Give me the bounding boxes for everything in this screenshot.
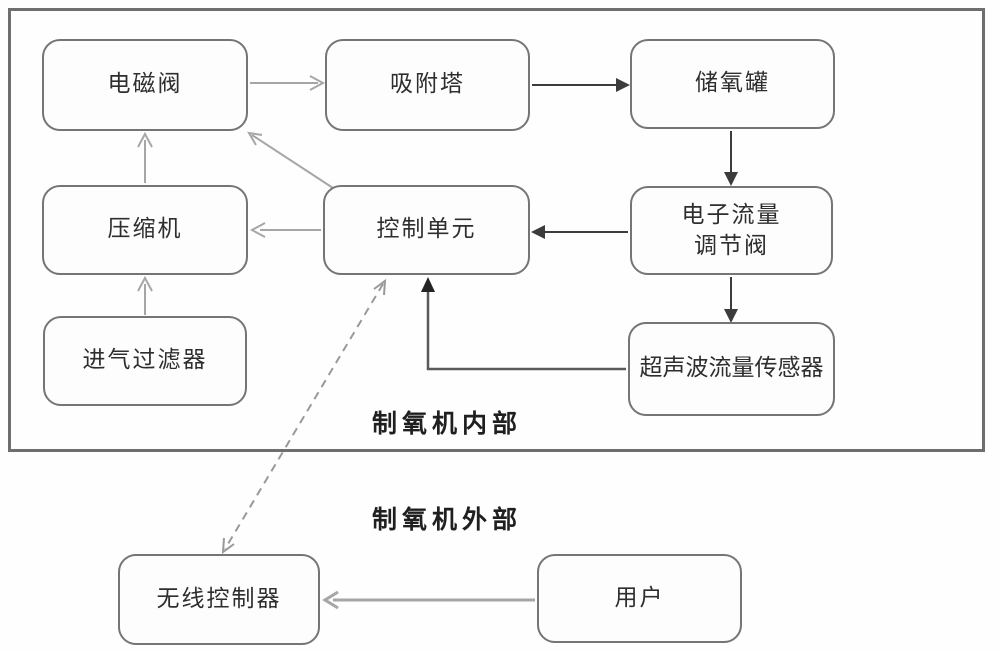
- edge-control-wireless-dashed: [221, 278, 387, 555]
- oxygen-machine-internal-boundary: [8, 8, 985, 452]
- node-adsorption-tower-label: 吸附塔: [390, 71, 465, 98]
- node-oxygen-tank-label: 储氧罐: [695, 70, 770, 97]
- node-electronic-flow-valve-label-line1: 电子流量: [681, 201, 782, 228]
- node-ultrasonic-flow-sensor: 超声波流量传感器: [628, 322, 835, 416]
- node-intake-filter-label: 进气过滤器: [82, 347, 208, 374]
- node-intake-filter: 进气过滤器: [43, 316, 247, 406]
- node-user-label: 用户: [614, 584, 665, 611]
- node-compressor-label: 压缩机: [107, 216, 183, 243]
- node-compressor: 压缩机: [42, 185, 248, 275]
- edge-filter-to-compressor: [137, 275, 153, 315]
- edge-tank-to-flowvalve: [724, 131, 738, 186]
- node-user: 用户: [537, 554, 742, 643]
- node-ultrasonic-flow-sensor-label: 超声波流量传感器: [639, 355, 824, 382]
- edge-user-to-wireless: [322, 590, 535, 610]
- edge-ultrasonic-to-control: [421, 277, 626, 371]
- edge-solenoid-to-adsorption: [250, 75, 326, 91]
- inner-section-label: 制氧机内部: [372, 409, 523, 438]
- node-oxygen-tank: 储氧罐: [630, 39, 835, 129]
- edge-flowvalve-to-ultrasonic: [724, 277, 738, 323]
- node-wireless-controller: 无线控制器: [118, 554, 320, 645]
- node-control-unit-label: 控制单元: [376, 216, 477, 243]
- node-wireless-controller-label: 无线控制器: [156, 585, 282, 612]
- node-solenoid-valve: 电磁阀: [42, 39, 248, 131]
- node-adsorption-tower: 吸附塔: [325, 39, 530, 131]
- edge-control-to-compressor: [249, 222, 321, 238]
- node-solenoid-valve-label: 电磁阀: [107, 71, 183, 98]
- node-electronic-flow-valve-label-line2: 调节阀: [694, 232, 769, 259]
- edge-adsorption-to-tank: [532, 78, 630, 92]
- node-control-unit: 控制单元: [323, 185, 530, 275]
- edge-control-to-solenoid: [247, 131, 334, 189]
- edge-flowvalve-to-control: [531, 225, 628, 239]
- outer-section-label: 制氧机外部: [372, 505, 523, 534]
- edge-compressor-to-solenoid: [137, 131, 153, 183]
- node-electronic-flow-valve: 电子流量 调节阀: [630, 186, 833, 275]
